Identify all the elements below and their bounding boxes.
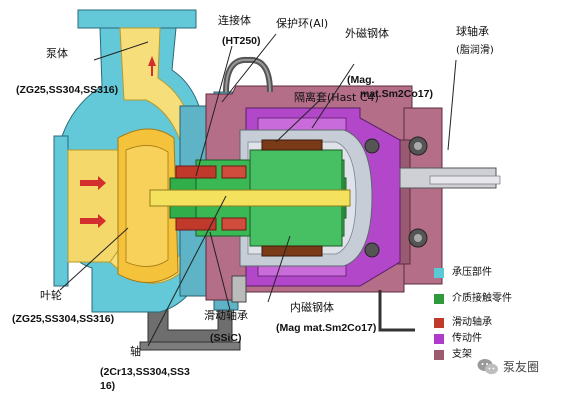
pump-body-label: 泵体 xyxy=(46,47,68,60)
sliding-bearings xyxy=(175,139,323,257)
sliding-bearing-label: 滑动轴承 xyxy=(204,309,248,322)
inner-magnet-label: 内磁钢体 xyxy=(290,301,334,314)
ball-bearing-note: (脂润滑) xyxy=(456,45,494,56)
brand-name: 泵友圈 xyxy=(503,360,540,374)
drain-pipe xyxy=(231,275,415,332)
legend-swatch xyxy=(434,334,444,344)
shaft-label: 轴 xyxy=(130,345,141,358)
impeller-label: 叶轮 xyxy=(40,289,62,302)
isolation-sleeve-label: 隔离套(Hast C4) xyxy=(294,91,379,104)
sliding-bearing-material: (SSiC) xyxy=(210,332,242,344)
wechat-icon xyxy=(477,359,498,375)
shaft-material-2: 16) xyxy=(100,380,116,392)
protect-ring-label: 保护环(Al) xyxy=(276,17,329,30)
ball-bearing-label: 球轴承 xyxy=(456,25,489,38)
inner-rotor xyxy=(149,149,351,247)
impeller-material: (ZG25,SS304,SS316) xyxy=(12,313,115,325)
legend-label: 支架 xyxy=(452,349,472,360)
legend-label: 传动件 xyxy=(452,333,482,344)
legend-swatch xyxy=(434,350,444,360)
outer-magnet-label: 外磁钢体 xyxy=(345,27,389,40)
leader-lines xyxy=(59,33,457,347)
impeller-shape xyxy=(117,128,179,283)
inner-magnet-material: (Mag mat.Sm2Co17) xyxy=(276,322,377,334)
flow-arrows xyxy=(80,56,156,228)
connector-material: (HT250) xyxy=(222,35,261,47)
legend-label: 滑动轴承 xyxy=(452,317,492,328)
legend-swatch xyxy=(434,318,444,328)
shaft-material-1: (2Cr13,SS304,SS3 xyxy=(100,366,190,378)
pump-body-material: (ZG25,SS304,SS316) xyxy=(16,84,119,96)
drive-shaft xyxy=(364,136,501,258)
legend-swatch xyxy=(434,268,444,278)
legend-label: 承压部件 xyxy=(452,267,492,278)
legend-swatch xyxy=(434,294,444,304)
brand-watermark: 泵友圈 xyxy=(477,358,539,376)
outer-magnet-material-1: (Mag. xyxy=(347,74,375,86)
legend-label: 介质接触零件 xyxy=(452,293,512,304)
outer-magnet-material-2: mat.Sm2Co17) xyxy=(360,88,433,100)
connector-label: 连接体 xyxy=(218,14,251,27)
